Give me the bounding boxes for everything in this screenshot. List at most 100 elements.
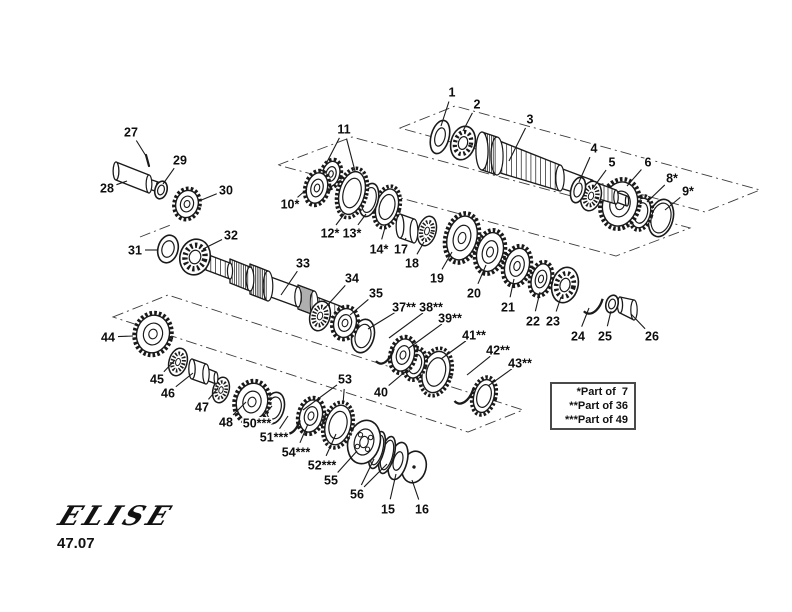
callout-21: 21: [500, 278, 516, 316]
svg-text:16: 16: [415, 503, 429, 517]
part-snap-ring-42: [450, 365, 476, 405]
part-sleeve-41: [417, 346, 455, 398]
svg-text:31: 31: [128, 244, 142, 258]
svg-text:10*: 10*: [281, 198, 300, 212]
svg-text:35: 35: [369, 287, 383, 301]
callout-56: 56: [349, 458, 388, 503]
callout-42**: 42**: [466, 342, 511, 376]
svg-text:54***: 54***: [282, 446, 311, 460]
part-splined-collar-34: [308, 300, 332, 332]
svg-text:53: 53: [338, 373, 352, 387]
svg-text:19: 19: [430, 272, 444, 286]
callout-20: 20: [466, 264, 487, 302]
part-circlip-24: [579, 277, 605, 315]
part-final-drive-gear-44: [132, 310, 174, 358]
svg-text:13*: 13*: [343, 227, 362, 241]
callout-37**: 37**: [367, 299, 417, 330]
callout-41**: 41**: [440, 327, 487, 360]
legend-line-2: **Part of 36: [569, 399, 628, 412]
legend-line-1: *Part of 7: [576, 385, 628, 398]
callout-53: 53: [302, 371, 353, 411]
part-gear-21: [500, 243, 534, 289]
svg-text:41**: 41**: [462, 329, 486, 343]
svg-text:5: 5: [609, 156, 616, 170]
svg-text:43**: 43**: [508, 357, 532, 371]
callout-11: 11: [326, 121, 356, 172]
svg-text:45: 45: [150, 373, 164, 387]
part-washer-29: [153, 180, 169, 200]
svg-text:21: 21: [501, 301, 515, 315]
svg-text:1: 1: [449, 86, 456, 100]
callout-44: 44: [100, 329, 134, 346]
svg-text:28: 28: [100, 182, 114, 196]
callout-14*: 14*: [368, 223, 390, 258]
part-gear-19: [442, 211, 482, 265]
svg-text:56: 56: [350, 488, 364, 502]
part-seal-collar-1: [429, 119, 451, 155]
callout-45: 45: [149, 359, 176, 388]
callout-24: 24: [570, 307, 590, 345]
callout-35: 35: [349, 285, 384, 316]
svg-text:26: 26: [645, 330, 659, 344]
part-bush-17: [395, 213, 419, 244]
part-sleeve-52: [320, 400, 356, 450]
part-reverse-idler-gear-30: [172, 186, 202, 222]
callout-55: 55: [323, 450, 358, 489]
callout-9*: 9*: [664, 183, 696, 211]
svg-text:15: 15: [381, 503, 395, 517]
callout-54***: 54***: [280, 423, 312, 461]
part-splined-bush-45: [167, 347, 189, 377]
part-snap-ring-38: [372, 327, 396, 365]
part-mainshaft-33: [205, 253, 343, 321]
callout-28: 28: [99, 180, 128, 197]
callout-33: 33: [280, 255, 311, 296]
svg-text:2: 2: [474, 98, 481, 112]
part-bearing-32: [178, 238, 212, 276]
svg-text:55: 55: [324, 474, 338, 488]
callout-16: 16: [411, 479, 430, 518]
svg-text:11: 11: [337, 123, 350, 137]
part-bearing-2: [449, 125, 477, 161]
phantom-line-2: [276, 136, 692, 257]
callout-10*: 10*: [279, 188, 308, 213]
part-stub-shaft-46: [188, 358, 219, 385]
svg-text:37**: 37**: [392, 301, 416, 315]
svg-text:33: 33: [296, 257, 310, 271]
callout-50***: 50***: [241, 405, 273, 432]
svg-text:30: 30: [219, 184, 233, 198]
callout-29: 29: [162, 152, 188, 185]
phantom-line-4: [139, 223, 174, 238]
callout-6: 6: [626, 154, 653, 187]
svg-text:8*: 8*: [666, 172, 678, 186]
callout-30: 30: [198, 182, 234, 202]
svg-text:44: 44: [101, 331, 115, 345]
svg-text:6: 6: [645, 156, 652, 170]
svg-text:14*: 14*: [370, 243, 389, 257]
part-input-shaft-3: [475, 131, 630, 207]
callout-13*: 13*: [341, 213, 367, 242]
part-race-31: [156, 234, 180, 264]
svg-text:51***: 51***: [260, 431, 289, 445]
callout-22: 22: [525, 291, 541, 330]
part-lock-ring-43: [469, 375, 499, 417]
svg-text:38**: 38**: [419, 301, 443, 315]
svg-text:25: 25: [598, 330, 612, 344]
callout-31: 31: [127, 242, 158, 259]
part-rod-28: [112, 161, 161, 194]
svg-text:27: 27: [124, 126, 138, 140]
part-snap-ring-51: [280, 401, 302, 435]
svg-text:40: 40: [374, 386, 388, 400]
svg-text:23: 23: [546, 315, 560, 329]
callout-8*: 8*: [646, 170, 680, 203]
svg-text:12*: 12*: [321, 227, 340, 241]
svg-text:4: 4: [591, 142, 598, 156]
callout-5: 5: [592, 154, 617, 189]
part-pin-27: [144, 153, 151, 168]
part-needle-bearing-18: [416, 215, 438, 247]
svg-text:52***: 52***: [308, 459, 337, 473]
callout-3: 3: [508, 111, 535, 162]
callout-2: 2: [462, 96, 482, 132]
svg-text:18: 18: [405, 257, 419, 271]
